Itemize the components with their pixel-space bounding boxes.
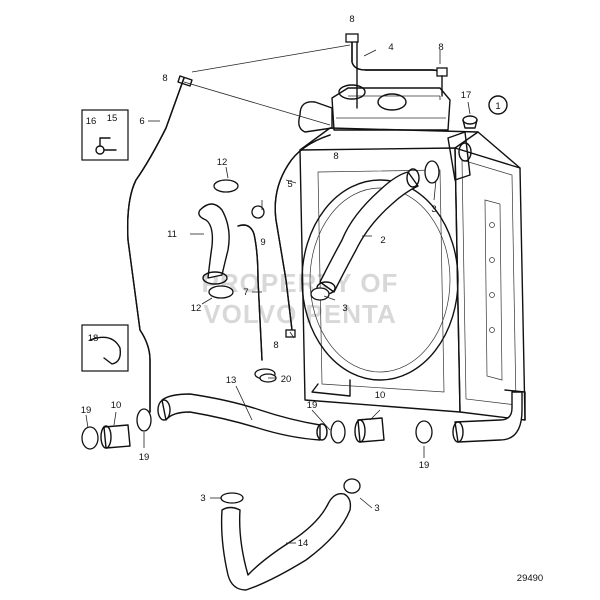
- watermark-line2: VOLVO PENTA: [203, 299, 397, 329]
- callout-3: 3: [200, 493, 205, 504]
- callout-10: 10: [375, 390, 386, 401]
- hose-part-2: [310, 160, 440, 301]
- watermark-line1: PROPERTY OF: [202, 268, 399, 298]
- drawing-number: 29490: [517, 573, 543, 584]
- callout-20: 20: [281, 374, 292, 385]
- callout-12: 12: [217, 157, 228, 168]
- callout-9: 9: [260, 237, 265, 248]
- callout-1: 1: [495, 101, 500, 112]
- callout-8: 8: [349, 14, 354, 25]
- callout-19: 19: [307, 400, 318, 411]
- callout-6: 6: [139, 116, 144, 127]
- hose-part-13: [157, 393, 328, 441]
- callout-3: 3: [431, 204, 436, 215]
- hose-part-4: [345, 33, 448, 109]
- callout-1-circle: [488, 95, 508, 115]
- callout-7: 7: [243, 287, 248, 298]
- inset-15-16: [81, 109, 129, 161]
- hose-part-14: [220, 478, 361, 591]
- radiator: [298, 84, 526, 443]
- callout-13: 13: [226, 375, 237, 386]
- hose-part-11: [198, 179, 239, 299]
- watermark: PROPERTY OF VOLVO PENTA: [202, 268, 399, 329]
- callout-19: 19: [419, 460, 430, 471]
- callout-17: 17: [461, 90, 472, 101]
- callout-2: 2: [380, 235, 385, 246]
- callout-19: 19: [81, 405, 92, 416]
- callout-18: 18: [88, 333, 99, 344]
- callout-16: 16: [86, 116, 97, 127]
- callout-15: 15: [107, 113, 118, 124]
- callout-5: 5: [287, 179, 292, 190]
- callout-8: 8: [333, 151, 338, 162]
- callouts: 8 4 8 8 17 1 6 16 15 8 12 5 3 11 9 2 7 1…: [81, 14, 544, 584]
- callout-3: 3: [342, 303, 347, 314]
- callout-3: 3: [374, 503, 379, 514]
- leader-lines: [85, 44, 471, 544]
- callout-8: 8: [438, 42, 443, 53]
- callout-8: 8: [273, 340, 278, 351]
- callout-8: 8: [162, 73, 167, 84]
- couplings: [81, 373, 433, 450]
- callout-12: 12: [191, 303, 202, 314]
- callout-4: 4: [388, 42, 393, 53]
- hose-part-5: [274, 134, 331, 338]
- callout-19: 19: [139, 452, 150, 463]
- pipe-part-6: [126, 75, 193, 413]
- callout-10: 10: [111, 400, 122, 411]
- callout-11: 11: [167, 229, 177, 240]
- callout-14: 14: [298, 538, 309, 549]
- inset-18: [81, 324, 129, 372]
